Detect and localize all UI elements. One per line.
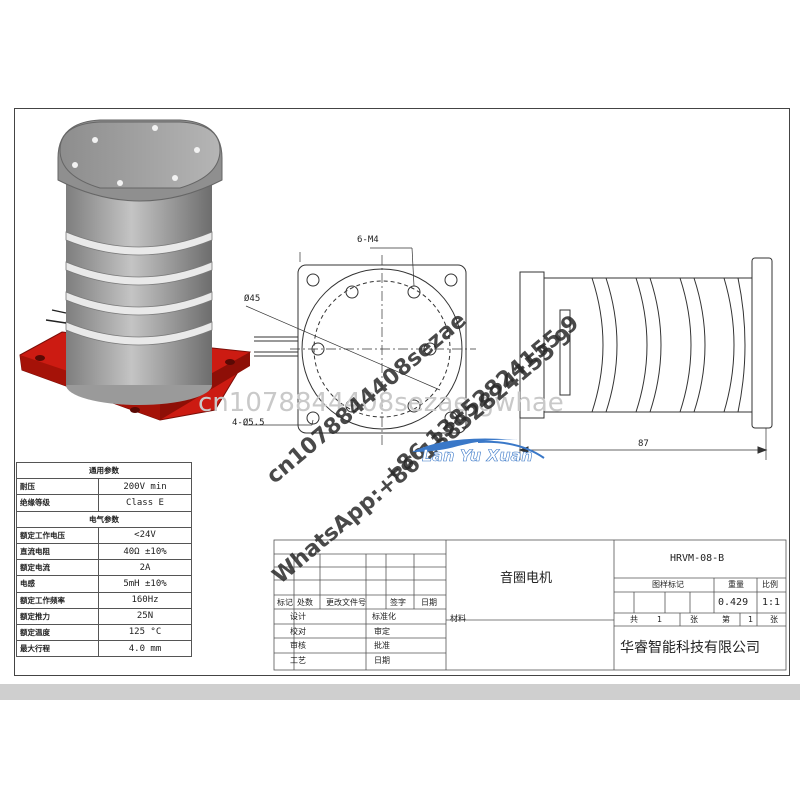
sign-check: 校对 (290, 627, 306, 636)
top-gray-band (0, 0, 800, 95)
sign-approve-review: 审定 (374, 627, 390, 636)
side-view (518, 257, 773, 460)
sign-process: 工艺 (290, 656, 306, 665)
part-name: 音圈电机 (500, 571, 553, 586)
title-block-grid (273, 539, 787, 671)
top-cap (59, 121, 221, 189)
thread-label: 6-M4 (357, 235, 379, 245)
sign-date: 日期 (374, 656, 390, 665)
sign-approve: 批准 (374, 641, 390, 650)
rev-header-count: 处数 (297, 598, 313, 607)
sign-standard: 标准化 (372, 612, 396, 621)
stage-label: 图样标记 (652, 580, 684, 589)
table-row: 额定工作电压<24V (16, 526, 192, 544)
rev-header-docno: 更改文件号 (326, 598, 366, 607)
diameter-label: Ø45 (244, 294, 261, 304)
sign-design: 设计 (290, 612, 306, 621)
scale-label: 比例 (762, 580, 778, 589)
section-general: 通用参数 (16, 461, 192, 480)
rev-header-mark: 标记 (277, 598, 293, 607)
company-name: 华睿智能科技有限公司 (620, 640, 760, 656)
total-value: 1 (657, 615, 663, 624)
total-unit: 张 (690, 615, 698, 624)
holes-label: 4-Ø5.5 (232, 418, 265, 428)
rev-header-date: 日期 (421, 598, 437, 607)
length-dimension: 87 (638, 439, 649, 449)
scale-value: 1:1 (762, 597, 781, 608)
page-value: 1 (748, 615, 754, 624)
drawing-number: HRVM-08-B (670, 553, 725, 564)
weight-label: 重量 (728, 580, 744, 589)
page-unit: 张 (770, 615, 778, 624)
section-electrical: 电气参数 (16, 510, 192, 528)
weight-value: 0.429 (718, 597, 749, 608)
front-view (244, 247, 476, 445)
bottom-gray-band (0, 684, 800, 700)
material-label: 材料 (450, 614, 466, 623)
motor-3d-render (19, 119, 251, 421)
rev-header-sign: 签字 (390, 598, 406, 607)
sign-audit: 审核 (290, 641, 306, 650)
total-label: 共 (630, 615, 638, 624)
page-label: 第 (722, 615, 730, 624)
